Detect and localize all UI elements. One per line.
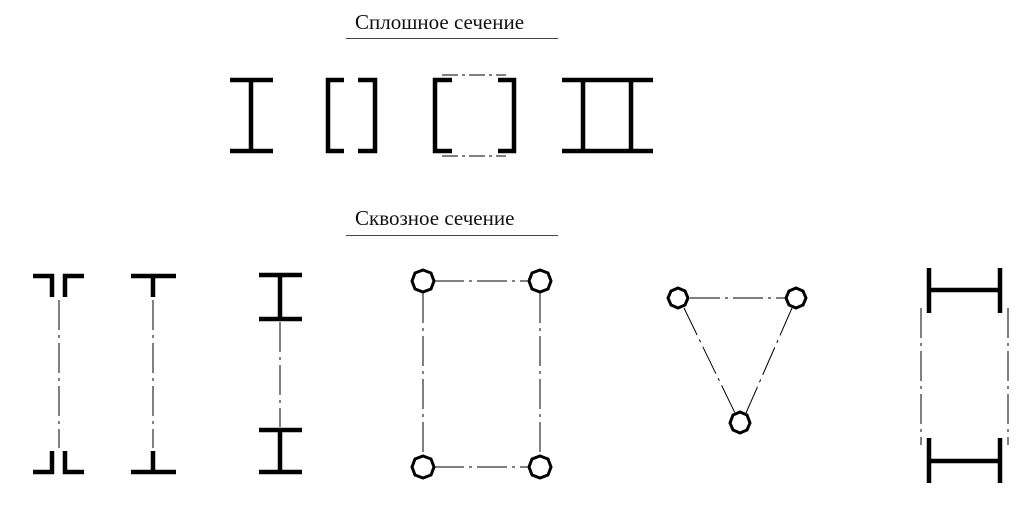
open-heading-underline xyxy=(346,235,558,236)
solid-i-beam-section xyxy=(230,77,273,154)
open-two-tees-section xyxy=(131,273,176,475)
open-four-tubes-section xyxy=(410,268,553,480)
solid-boxed-channels-section xyxy=(325,77,378,154)
open-two-i-beams-section xyxy=(259,272,302,475)
open-four-angles-section xyxy=(33,273,84,475)
solid-laced-channels-section xyxy=(432,74,517,157)
open-two-channels-flanges-out-section xyxy=(920,268,1009,483)
solid-section-heading: Сплошное сечение xyxy=(355,10,525,34)
solid-double-i-beam-section xyxy=(562,77,653,154)
open-three-tubes-section xyxy=(666,286,808,435)
solid-heading-underline xyxy=(346,38,558,39)
open-section-heading: Сквозное сечение xyxy=(355,206,515,230)
